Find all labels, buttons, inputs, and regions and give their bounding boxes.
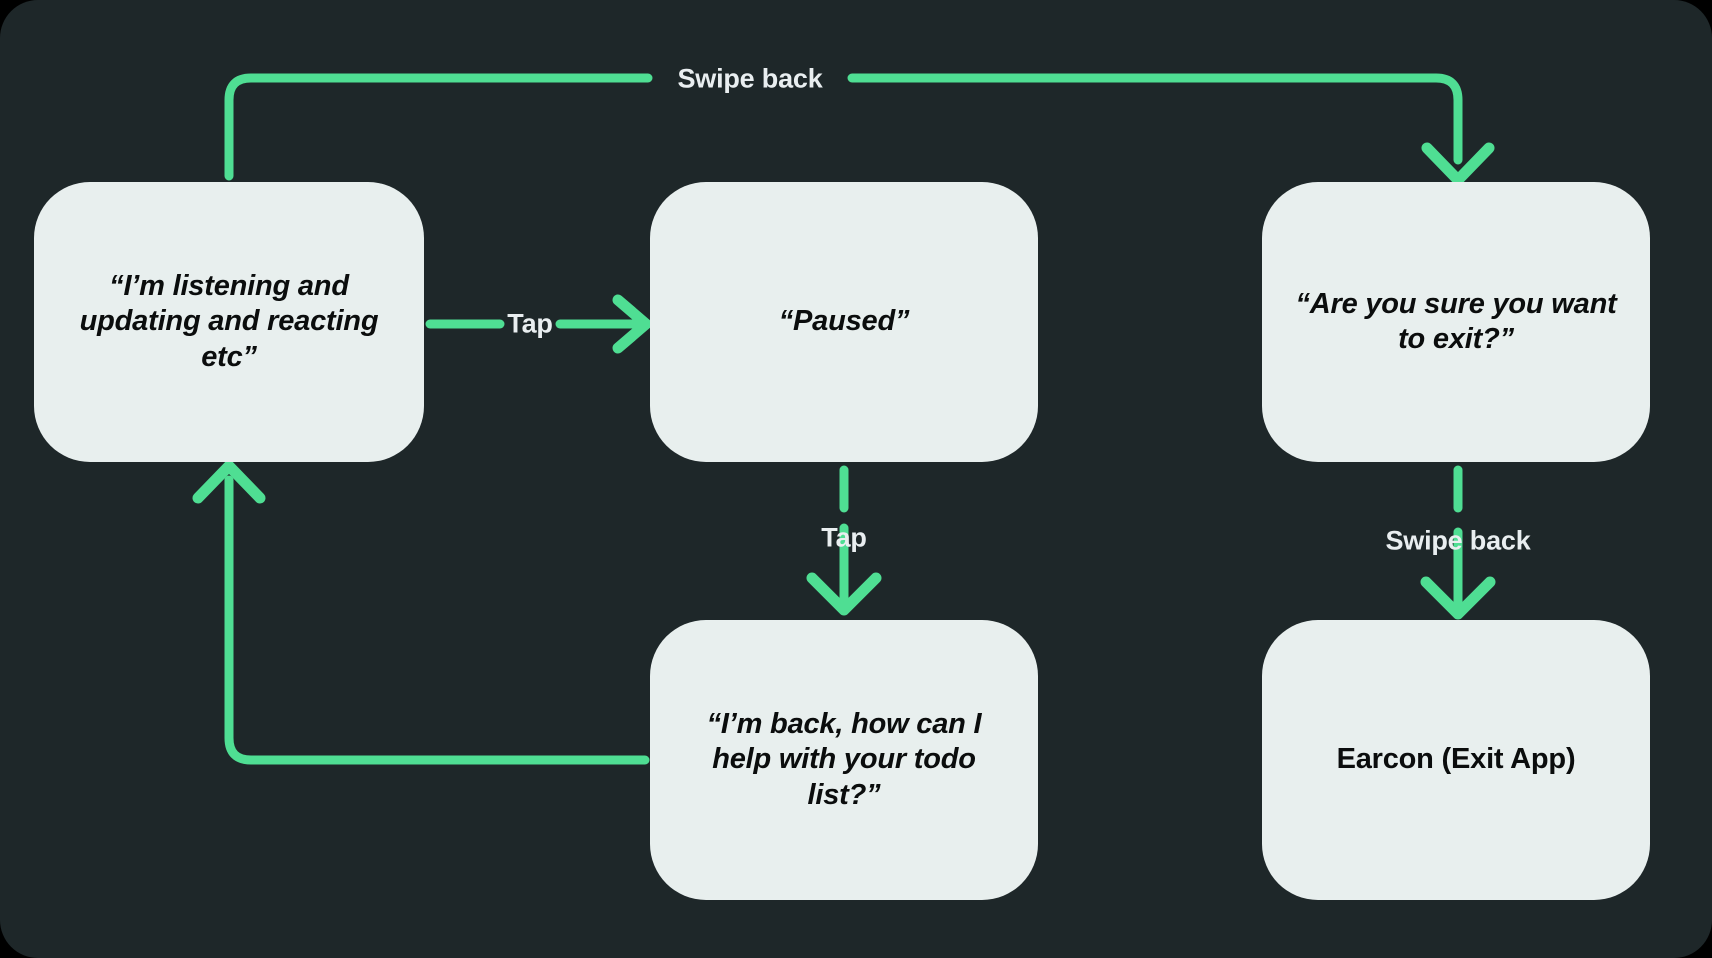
node-listening[interactable]: “I’m listening and updating and reacting… [34, 182, 424, 462]
node-confirm-exit-label: “Are you sure you want to exit?” [1295, 287, 1617, 355]
node-paused-label: “Paused” [778, 305, 910, 338]
node-im-back[interactable]: “I’m back, how can I help with your todo… [650, 620, 1038, 900]
edge-confirm-to-earcon [1420, 465, 1496, 620]
node-earcon-label: Earcon (Exit App) [1336, 743, 1576, 776]
edge-imback-to-listening [192, 460, 650, 765]
edge-listening-to-confirm [224, 73, 1495, 186]
edge-label-swipe-back-top: Swipe back [677, 63, 823, 94]
node-confirm-exit[interactable]: “Are you sure you want to exit?” [1262, 182, 1650, 462]
edge-label-tap-vertical: Tap [821, 522, 867, 553]
node-im-back-label: “I’m back, how can I help with your todo… [706, 707, 982, 811]
node-paused[interactable]: “Paused” [650, 182, 1038, 462]
edge-paused-to-imback [806, 465, 882, 616]
edge-listening-to-paused [425, 294, 652, 354]
node-listening-label: “I’m listening and updating and reacting… [79, 269, 379, 373]
edge-label-swipe-back-right: Swipe back [1385, 525, 1531, 556]
node-earcon[interactable]: Earcon (Exit App) [1262, 620, 1650, 900]
edge-label-tap-horizontal: Tap [507, 308, 553, 339]
